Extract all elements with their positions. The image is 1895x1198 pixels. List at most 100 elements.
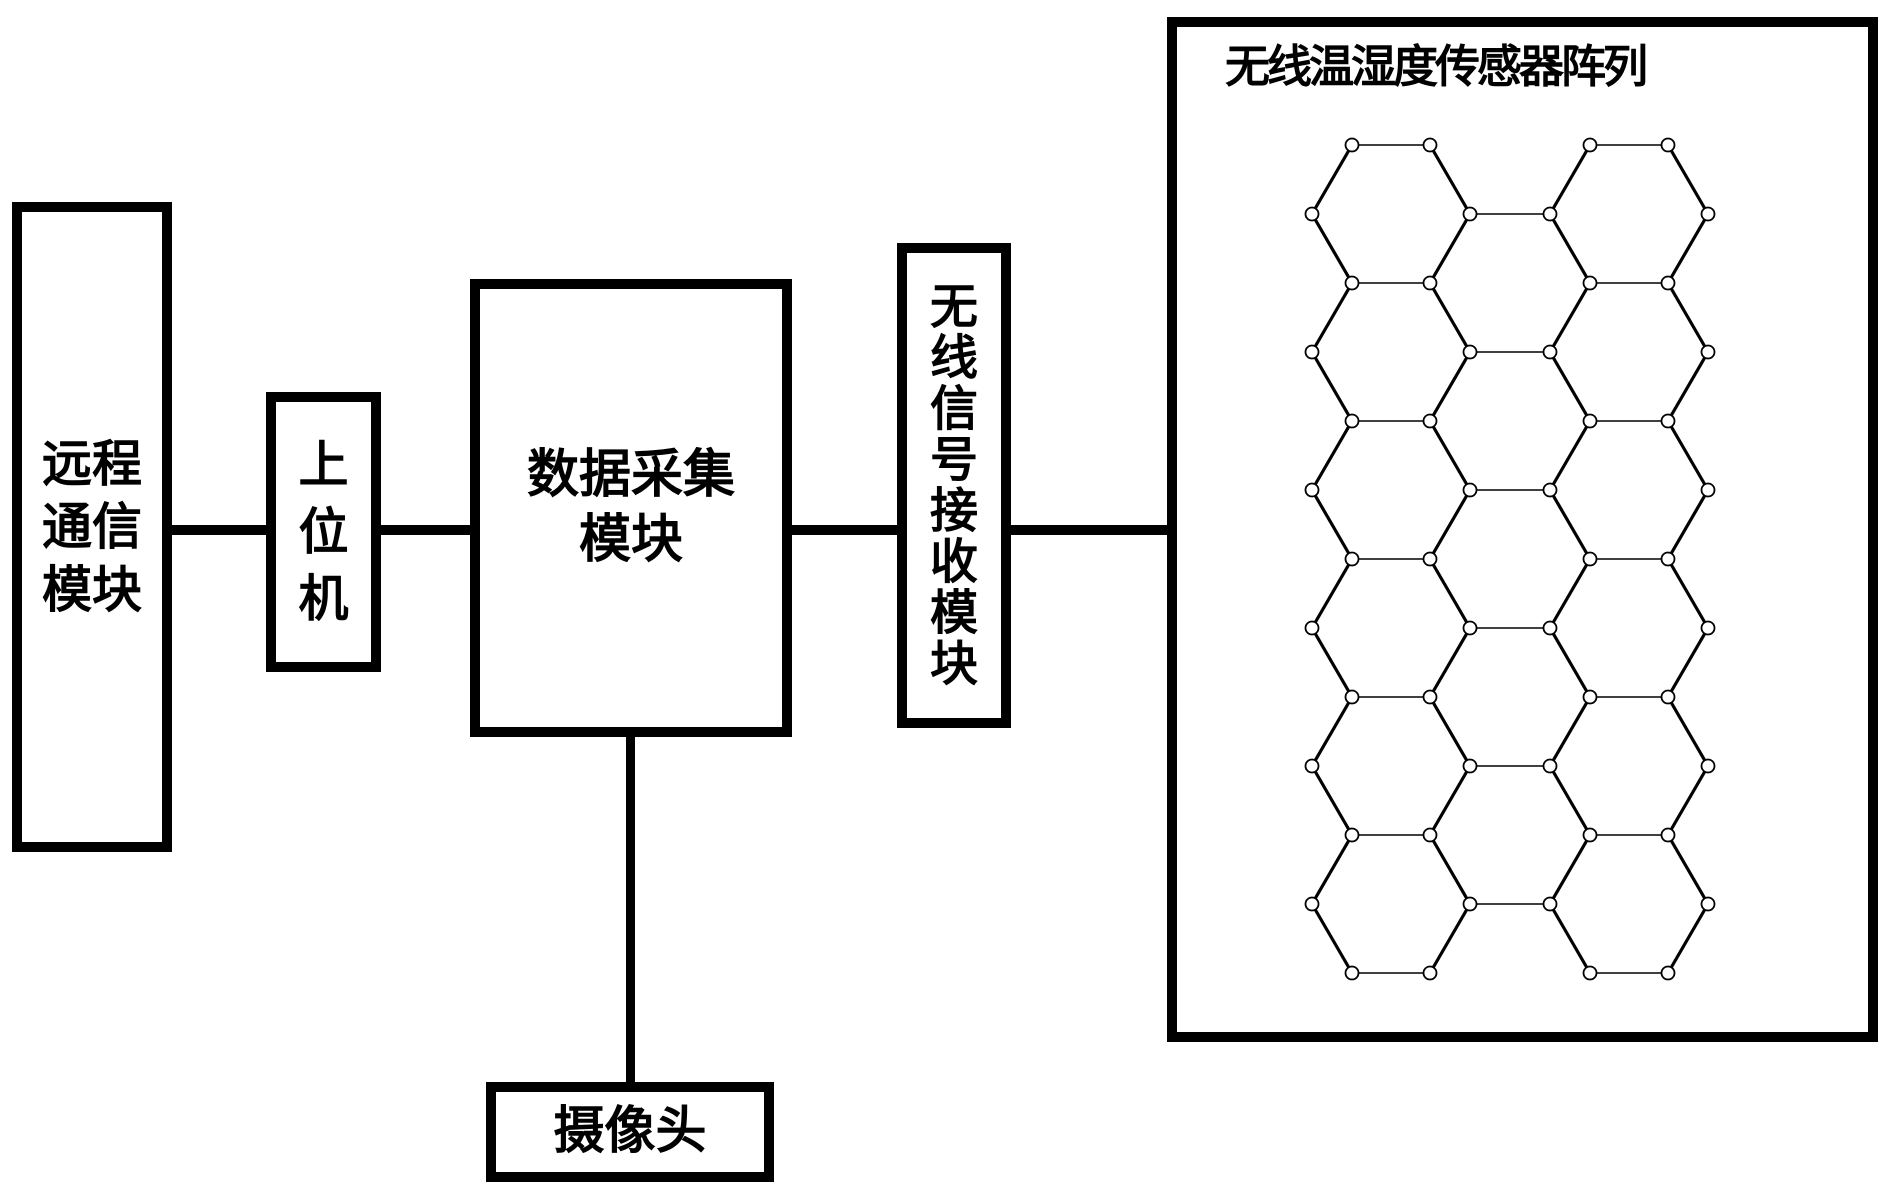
- hex-edge: [1428, 489, 1472, 560]
- receiver-label-char-6: 收: [929, 535, 978, 589]
- sensor-node: [1542, 344, 1558, 360]
- sensor-node: [1422, 137, 1438, 153]
- sensor-node: [1344, 689, 1360, 705]
- hex-edge: [1548, 834, 1592, 905]
- sensor-node: [1700, 482, 1716, 498]
- hex-edge: [1666, 282, 1710, 353]
- sensor-node: [1660, 275, 1676, 291]
- remote-label-line-1: 远程: [42, 435, 142, 492]
- sensor-node: [1304, 758, 1320, 774]
- hex-edge: [1548, 696, 1592, 767]
- daq-label-line-1: 数据采集: [526, 447, 735, 504]
- receiver-label-char-4: 号: [929, 433, 978, 487]
- hex-edge: [1310, 489, 1354, 560]
- sensor-node: [1344, 137, 1360, 153]
- sensor-node: [1462, 758, 1478, 774]
- hex-edge: [1666, 420, 1710, 491]
- hex-edge: [1428, 282, 1472, 353]
- sensor-node: [1660, 965, 1676, 981]
- hex-edge: [1548, 903, 1592, 974]
- sensor-node: [1542, 896, 1558, 912]
- data-acquisition-module-label: 数据采集 模块: [527, 443, 735, 573]
- hex-edge: [1666, 903, 1710, 974]
- sensor-node: [1660, 551, 1676, 567]
- hex-edge: [1428, 834, 1472, 905]
- sensor-node: [1582, 413, 1598, 429]
- sensor-lattice-graphic: [1304, 137, 1716, 981]
- receiver-label-char-3: 信: [929, 382, 978, 436]
- camera-box: 摄像头: [486, 1082, 774, 1182]
- hex-edge: [1428, 558, 1472, 629]
- sensor-node: [1700, 896, 1716, 912]
- sensor-node: [1700, 206, 1716, 222]
- sensor-node: [1582, 551, 1598, 567]
- host-label-char-3: 机: [298, 570, 349, 627]
- hex-edge: [1666, 351, 1710, 422]
- receiver-label-char-2: 线: [929, 331, 978, 385]
- hex-edge: [1428, 903, 1472, 974]
- sensor-node: [1462, 482, 1478, 498]
- sensor-node: [1422, 965, 1438, 981]
- hex-edge: [1666, 489, 1710, 560]
- connector-remote-to-host: [172, 525, 266, 535]
- sensor-node: [1344, 965, 1360, 981]
- remote-communication-module-label: 远程 通信 模块: [42, 433, 142, 622]
- sensor-node: [1344, 551, 1360, 567]
- sensor-array-box: 无线温湿度传感器阵列: [1167, 17, 1878, 1042]
- hex-edge: [1310, 213, 1354, 284]
- connector-daq-to-receiver: [792, 525, 897, 535]
- hex-edge: [1428, 420, 1472, 491]
- remote-label-line-3: 模块: [42, 561, 142, 618]
- receiver-label-char-8: 块: [929, 637, 978, 691]
- sensor-node: [1304, 896, 1320, 912]
- hex-edge: [1548, 765, 1592, 836]
- wireless-signal-receiver-module-box: 无 线 信 号 接 收 模 块: [897, 243, 1011, 728]
- hex-edge: [1310, 765, 1354, 836]
- sensor-node: [1542, 758, 1558, 774]
- hex-edge: [1666, 627, 1710, 698]
- sensor-node: [1304, 620, 1320, 636]
- daq-label-line-2: 模块: [578, 512, 683, 569]
- sensor-node: [1462, 896, 1478, 912]
- sensor-node: [1542, 620, 1558, 636]
- hex-edge: [1310, 351, 1354, 422]
- remote-label-line-2: 通信: [42, 498, 142, 555]
- hex-edge: [1428, 144, 1472, 215]
- data-acquisition-module-box: 数据采集 模块: [470, 279, 792, 737]
- hex-edge: [1428, 696, 1472, 767]
- hex-edge: [1310, 627, 1354, 698]
- sensor-node: [1462, 344, 1478, 360]
- hex-edge: [1310, 558, 1354, 629]
- hex-edge: [1666, 558, 1710, 629]
- sensor-node: [1422, 275, 1438, 291]
- sensor-node: [1660, 137, 1676, 153]
- receiver-label-char-5: 接: [929, 484, 978, 538]
- hex-edge: [1548, 627, 1592, 698]
- sensor-node: [1582, 965, 1598, 981]
- hex-edge: [1428, 765, 1472, 836]
- sensor-array-title: 无线温湿度传感器阵列: [1224, 42, 1648, 92]
- hex-edge: [1548, 213, 1592, 284]
- sensor-node: [1344, 827, 1360, 843]
- hex-edge: [1310, 282, 1354, 353]
- hex-edge: [1310, 144, 1354, 215]
- host-computer-box: 上 位 机: [266, 392, 381, 672]
- hex-edge: [1310, 834, 1354, 905]
- hex-edge: [1548, 420, 1592, 491]
- sensor-node: [1542, 206, 1558, 222]
- sensor-node: [1660, 827, 1676, 843]
- hex-edge: [1548, 144, 1592, 215]
- sensor-node: [1660, 413, 1676, 429]
- sensor-node: [1344, 275, 1360, 291]
- camera-label: 摄像头: [553, 1104, 707, 1160]
- hex-edge: [1310, 903, 1354, 974]
- sensor-node: [1422, 413, 1438, 429]
- host-label-char-1: 上: [298, 436, 349, 493]
- hex-edge: [1666, 144, 1710, 215]
- host-label-char-2: 位: [298, 503, 349, 560]
- hex-edge: [1666, 765, 1710, 836]
- hex-edge: [1666, 696, 1710, 767]
- sensor-node: [1700, 758, 1716, 774]
- receiver-label-char-1: 无: [929, 280, 978, 334]
